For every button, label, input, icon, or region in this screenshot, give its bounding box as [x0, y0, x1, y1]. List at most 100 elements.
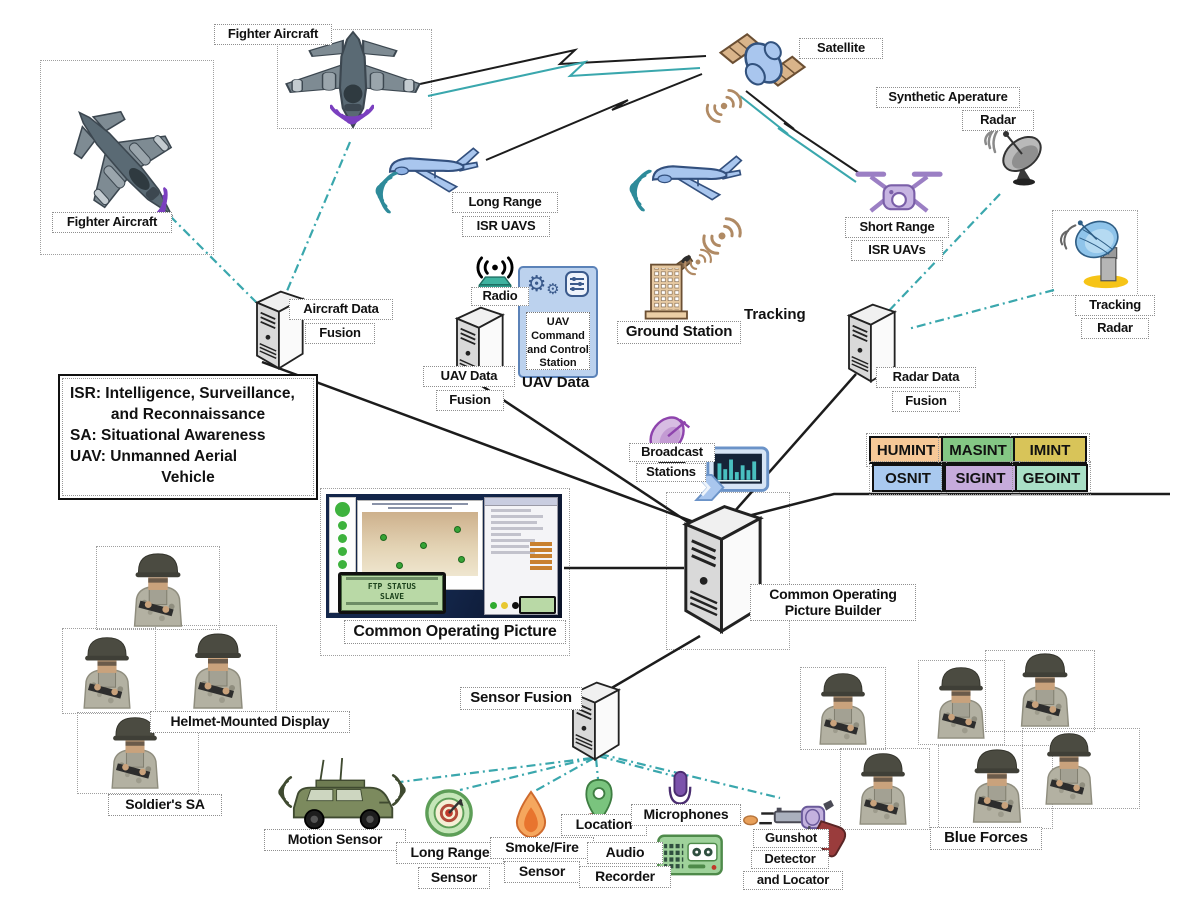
fighter-top-icon [285, 30, 421, 129]
label-sensor-fusion: Sensor Fusion [460, 687, 582, 710]
soldier-box [96, 546, 220, 630]
legend-line: Vehicle [161, 468, 215, 486]
satellite-icon [719, 32, 806, 91]
bolt-fighter-satellite [419, 48, 707, 85]
label-smoke-fire-2: Sensor [504, 861, 580, 883]
label-audio-recorder-2: Recorder [579, 866, 671, 888]
cop-builder-box [666, 492, 790, 650]
label-gunshot-1: Gunshot [753, 829, 829, 848]
bolt-fighter-satellite-teal [427, 60, 701, 97]
signal-icon [278, 776, 293, 808]
soldier-box [918, 660, 1005, 745]
lcd-line1: FTP STATUS [367, 582, 417, 591]
isr-uav-icon [651, 155, 743, 201]
badge-osnit: OSNIT [869, 461, 947, 495]
label-location: Location [561, 814, 647, 836]
label-aircraft-fusion-1: Aircraft Data [289, 299, 393, 320]
badge-sigint: SIGINT [941, 461, 1020, 495]
label-tracking: Tracking [744, 306, 806, 323]
long-range-sensor-icon [425, 789, 473, 837]
label-gunshot-3: and Locator [743, 871, 843, 890]
smoke-fire-sensor-icon [515, 790, 547, 839]
label-short-range-uav-2: ISR UAVs [851, 240, 943, 261]
label-audio-recorder-1: Audio [587, 842, 663, 864]
dash-tracking-radar-radar-fusion [907, 288, 1055, 331]
soldier-icon [1020, 653, 1070, 727]
label-long-range-sensor-2: Sensor [418, 867, 490, 889]
cop-box [320, 488, 570, 656]
legend-line: ISR: Intelligence, Surveillance, [70, 385, 295, 402]
legend-line: and Reconnaissance [110, 405, 266, 423]
motion-sensor-icon [292, 758, 394, 830]
label-sar-2: Radar [962, 110, 1034, 131]
tracking-radar-icon [1059, 214, 1130, 290]
label-smoke-fire-1: Smoke/Fire [490, 837, 594, 859]
soldier-icon [819, 672, 867, 745]
signal-icon [702, 86, 746, 126]
label-aircraft-fusion-2: Fusion [305, 323, 375, 344]
link-builder-sensor-fusion [597, 634, 701, 698]
link-aircraft-fusion-builder [261, 360, 695, 524]
bolt-satellite-drone-teal [739, 95, 857, 183]
legend-box: ISR: Intelligence, Surveillance, and Rec… [58, 374, 318, 500]
label-motion-sensor: Motion Sensor [264, 829, 406, 851]
label-soldier-sa: Soldier's SA [108, 794, 222, 816]
label-radio: Radio [471, 287, 529, 306]
dash-sensorfusion-smoke [534, 757, 595, 792]
dash-sensorfusion-longrange [459, 756, 593, 792]
label-fighter-top: Fighter Aircraft [214, 24, 332, 45]
sliders-icon [565, 271, 590, 297]
label-radar-fusion-1: Radar Data [876, 367, 976, 388]
badge-geoint: GEOINT [1012, 461, 1091, 495]
label-uav-fusion-2: Fusion [436, 390, 504, 411]
label-uav-fusion-1: UAV Data [423, 366, 515, 387]
short-range-uav-icon [855, 172, 942, 211]
dash-sensorfusion-motion [399, 756, 593, 784]
link-uav-fusion-builder [469, 376, 701, 532]
dash-fighter-top-aircraft-fusion [282, 141, 352, 299]
cop-lcd-display: FTP STATUS SLAVE [338, 572, 446, 614]
legend-line: SA: Situational Awareness [70, 426, 266, 444]
label-broadcast-2: Stations [636, 463, 706, 482]
soldier-icon [193, 633, 243, 709]
badge-masint: MASINT [938, 433, 1018, 467]
fighter-top-box [277, 29, 432, 129]
uav-command-station-panel: ⚙ ⚙ UAV Command and Control Station [518, 266, 598, 378]
long-range-uav-icon [388, 147, 480, 193]
soldier-icon [972, 749, 1022, 823]
cop-builder-server-icon [684, 504, 762, 634]
badge-imint: IMINT [1010, 433, 1090, 467]
label-hmd: Helmet-Mounted Display [150, 711, 350, 733]
label-tracking-radar-1: Tracking [1075, 295, 1155, 316]
cop-mini-lcd [519, 596, 556, 614]
dash-sensorfusion-gunshot [599, 752, 781, 800]
label-fighter-left: Fighter Aircraft [52, 212, 172, 233]
soldier-icon [83, 636, 131, 709]
legend-line: UAV: Unmanned Aerial [70, 447, 238, 465]
label-sar-1: Synthetic Aperature [876, 87, 1020, 108]
signal-icon [391, 774, 406, 806]
synthetic-aperture-radar-icon [984, 119, 1049, 187]
bolt-satellite-drone [745, 90, 863, 176]
soldier-icon [1045, 732, 1093, 805]
common-operating-picture-screenshot: FTP STATUS SLAVE [326, 494, 562, 618]
label-broadcast-1: Broadcast [629, 443, 715, 462]
label-long-range-sensor-1: Long Range [396, 842, 504, 864]
soldier-icon [937, 666, 985, 739]
label-uav-data: UAV Data [522, 374, 590, 391]
dash-fighter-left-aircraft-fusion [169, 215, 257, 303]
label-short-range-uav-1: Short Range [845, 217, 949, 238]
label-blue-forces: Blue Forces [930, 827, 1042, 850]
badge-humint: HUMINT [866, 433, 946, 467]
label-radar-fusion-2: Fusion [892, 391, 960, 412]
gear-icon: ⚙ [546, 280, 560, 298]
dash-sensorfusion-mic [597, 754, 675, 778]
signal-icon [372, 168, 398, 214]
label-satellite: Satellite [799, 38, 883, 59]
soldier-box [1022, 728, 1140, 809]
soldier-box [800, 667, 886, 750]
label-gunshot-2: Detector [751, 850, 829, 869]
